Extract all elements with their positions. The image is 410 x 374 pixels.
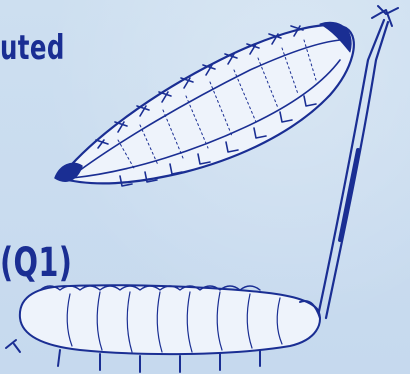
upper-bud-shape xyxy=(55,22,354,186)
lower-segmented-shape xyxy=(6,285,320,372)
top-label-fragment: uted xyxy=(0,28,65,68)
q1-label: (Q1) xyxy=(0,240,72,286)
